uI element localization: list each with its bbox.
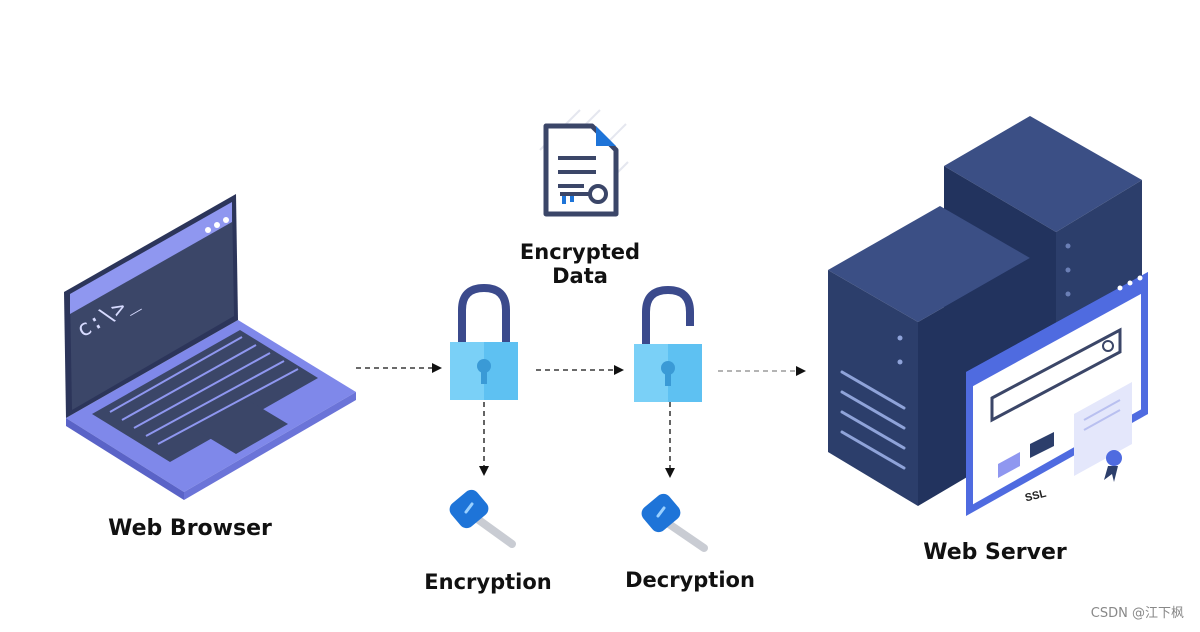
web-browser-label: Web Browser (108, 516, 272, 541)
open-lock-icon (634, 285, 702, 402)
key-icon (449, 489, 516, 548)
encrypted-data-line-2: Data (552, 264, 608, 288)
document-key-icon (539, 109, 629, 217)
closed-lock-icon (450, 283, 518, 400)
encrypted-data-line-1: Encrypted (519, 240, 641, 264)
encrypted-data-label: Encrypted Data (505, 240, 655, 288)
laptop-icon (64, 194, 356, 500)
decryption-label: Decryption (625, 568, 755, 592)
ssl-certificate-icon (966, 272, 1148, 516)
key-icon (641, 493, 708, 552)
encryption-label: Encryption (424, 570, 552, 594)
web-server-label: Web Server (923, 540, 1067, 565)
watermark: CSDN @江下枫 (1090, 606, 1184, 621)
